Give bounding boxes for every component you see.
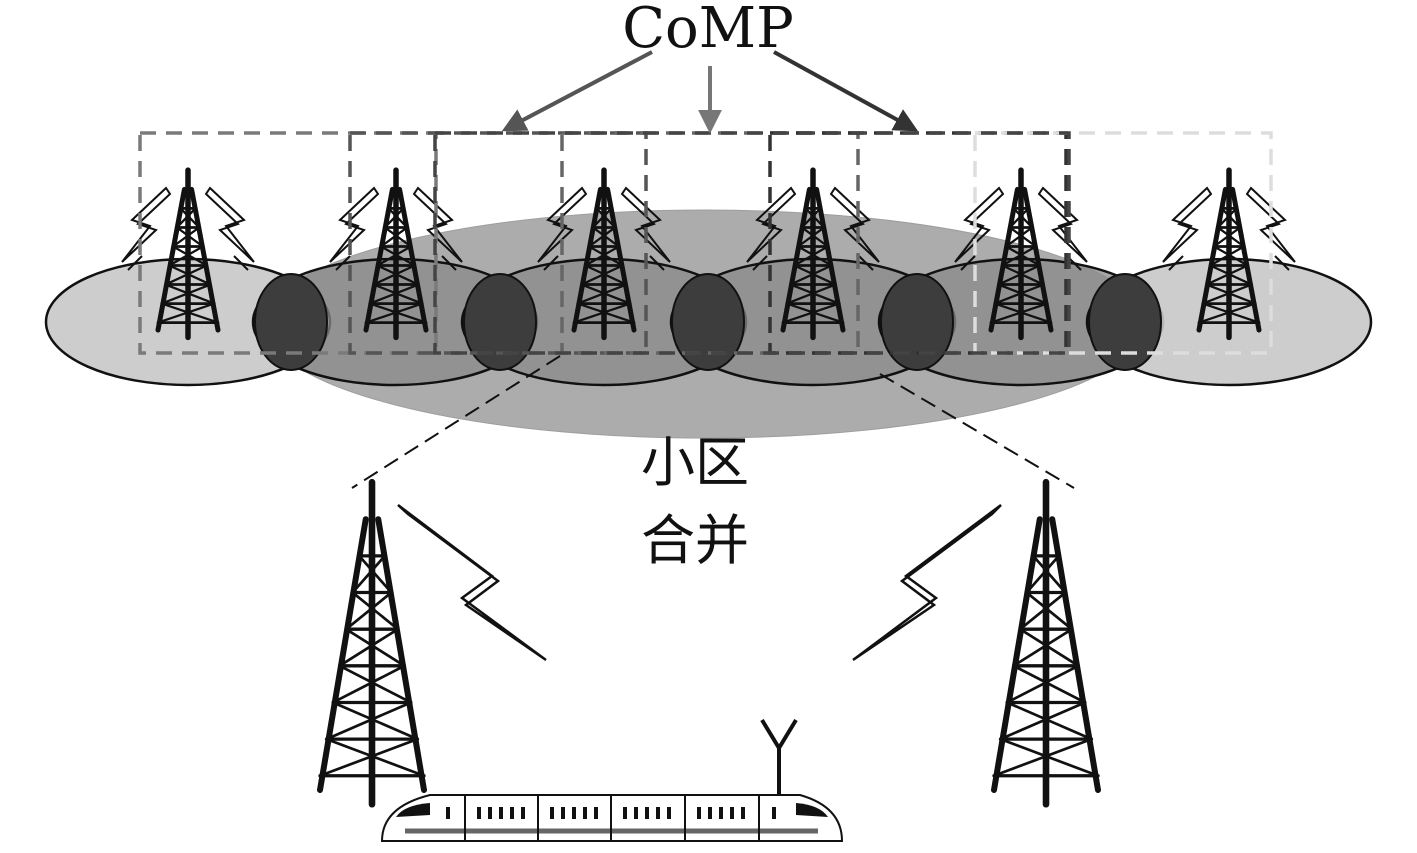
train-window	[594, 807, 598, 819]
macro-link-right	[852, 503, 1002, 662]
overlap-zone-1	[254, 273, 328, 371]
small-tower-signal-6	[1162, 186, 1296, 271]
train-window	[488, 807, 492, 819]
comp-box-6	[433, 131, 1071, 355]
small-towers-layer	[121, 167, 1296, 341]
train-window	[510, 807, 514, 819]
train-door-left	[446, 807, 450, 819]
small-tower-signal-2	[329, 186, 463, 271]
overlap-zone-3	[671, 273, 745, 371]
small-tower-2	[363, 167, 429, 341]
macro-tower-left	[317, 478, 427, 808]
train-window	[634, 807, 638, 819]
comp-label: CoMP	[622, 0, 794, 61]
overlap-zone-4	[880, 273, 954, 371]
overlap-zone-5	[1088, 273, 1162, 371]
comp-box-3	[560, 131, 860, 355]
projection-lines	[351, 355, 1075, 489]
train-window	[730, 807, 734, 819]
small-tower-1	[155, 167, 221, 341]
train-window	[561, 807, 565, 819]
macro-towers-layer	[317, 478, 1101, 808]
small-tower-signal-3	[537, 186, 671, 271]
train-antenna	[760, 718, 798, 795]
small-tower-5	[988, 167, 1054, 341]
macro-link-left	[397, 504, 547, 662]
comp-arrow-left	[501, 50, 653, 132]
comp-boxes-layer	[138, 131, 1273, 355]
overlap-zone-2	[463, 273, 537, 371]
small-tower-6	[1196, 167, 1262, 341]
small-tower-3	[571, 167, 637, 341]
train-window	[645, 807, 649, 819]
train-window	[623, 807, 627, 819]
train-window	[719, 807, 723, 819]
comp-box-5	[973, 131, 1273, 355]
train-window	[521, 807, 525, 819]
train-window	[550, 807, 554, 819]
train-window	[572, 807, 576, 819]
projection-line-right	[879, 373, 1075, 489]
train-window	[708, 807, 712, 819]
train-window	[499, 807, 503, 819]
comp-box-2	[348, 131, 648, 355]
train-nose-right	[796, 803, 828, 817]
train-nose-left	[396, 803, 430, 817]
macro-tower-right	[991, 478, 1101, 808]
overlap-layer	[254, 273, 1162, 371]
cell-merge-label-line2: 合并	[641, 509, 749, 572]
small-tower-signal-5	[954, 186, 1088, 271]
train-window	[656, 807, 660, 819]
train-window	[583, 807, 587, 819]
train-window	[741, 807, 745, 819]
train-window	[477, 807, 481, 819]
cell-merge-label-line1: 小区	[641, 431, 749, 494]
macro-links	[397, 503, 1002, 662]
comp-arrows-layer	[501, 50, 919, 134]
small-tower-4	[780, 167, 846, 341]
small-tower-signal-4	[746, 186, 880, 271]
train-door-right	[772, 807, 776, 819]
comp-box-4	[768, 131, 1068, 355]
projection-line-left	[351, 355, 561, 489]
comp-arrow-right	[773, 50, 919, 132]
train-window	[667, 807, 671, 819]
high-speed-train	[380, 718, 844, 842]
train-window	[697, 807, 701, 819]
